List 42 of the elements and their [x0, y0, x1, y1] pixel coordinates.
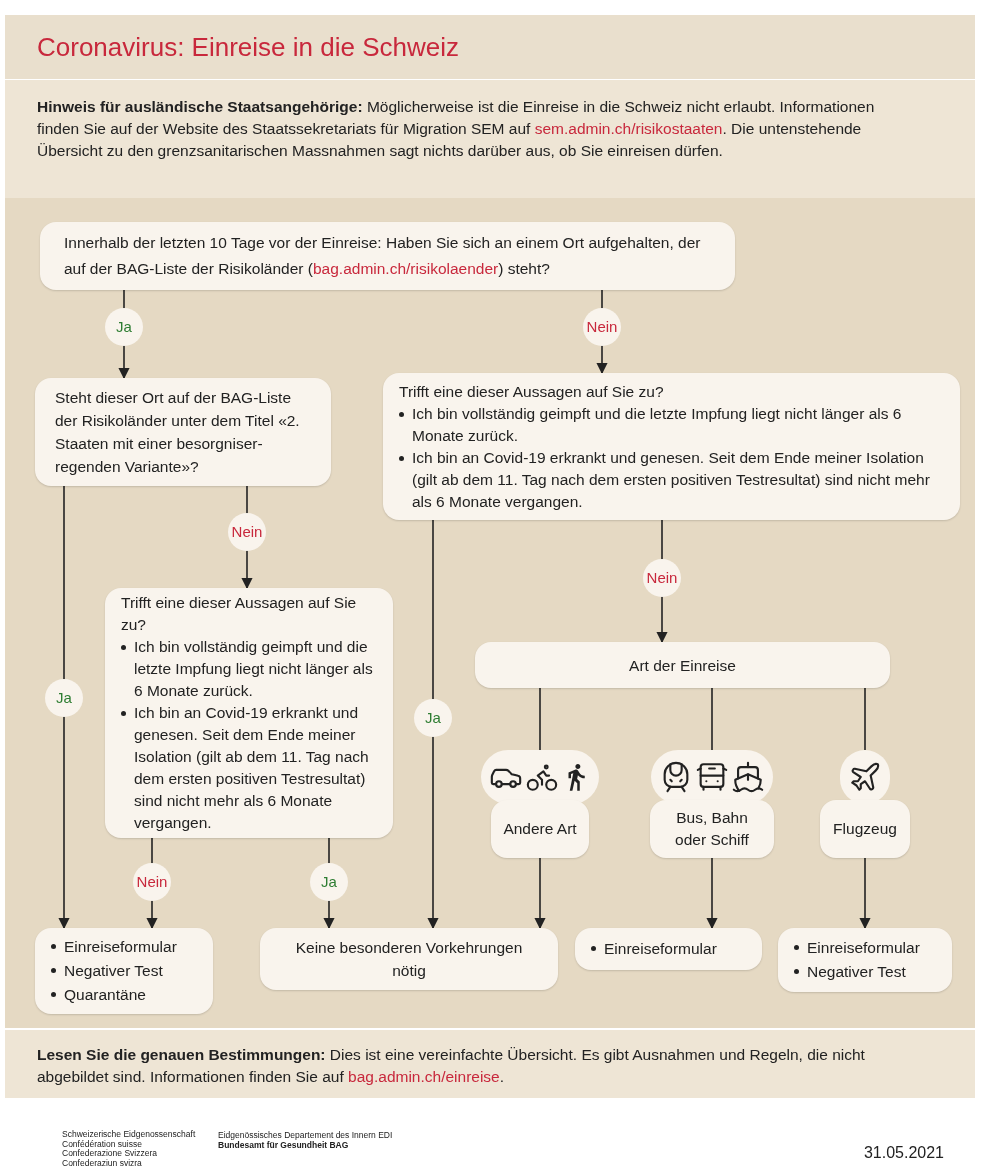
requirement-text: Einreiseformular — [604, 939, 717, 959]
requirement-text: Negativer Test — [64, 961, 163, 981]
result-box — [35, 928, 213, 1014]
arrow — [534, 857, 546, 930]
requirement-text: Einreiseformular — [807, 938, 920, 958]
question-box: Innerhalb der letzten 10 Tage vor der Einreise: Haben Sie sich an einem Ort aufgehalten, der auf der BAG-Liste der Risikoländer (bag.admin.ch/risikolaender) steht? — [40, 222, 735, 290]
result-box — [575, 928, 762, 970]
statement-text: Ich bin an Covid-19 erkrankt und genesen. Seit dem Ende meiner Isolation (gilt ab dem 11. Tag nach dem ersten positiven Testresultat) sind nicht mehr als 6 Monate vergangen. — [412, 447, 931, 512]
agency-name: Confédération suisse — [62, 1139, 142, 1149]
agency-name: Schweizerische Eidgenossenschaft — [62, 1130, 196, 1140]
statement-text: Ich bin vollständig geimpft und die letzte Impfung liegt nicht länger als 6 Monate zurück. — [412, 403, 903, 446]
department-name: Eidgenössisches Departement des Innern EDI — [218, 1130, 393, 1140]
arrow — [58, 485, 70, 930]
question-heading: Trifft eine dieser Aussagen auf Sie zu? — [399, 381, 665, 402]
travel-mode-box: Andere Art — [491, 800, 589, 858]
office-name: Bundesamt für Gesundheit BAG — [218, 1140, 350, 1150]
result-box: Art der Einreise — [475, 642, 890, 688]
date: 31.05.2021 — [863, 1143, 944, 1163]
arrow — [706, 857, 718, 930]
result-box — [778, 928, 952, 992]
requirement-text: Einreiseformular — [64, 937, 177, 957]
link: bag.admin.ch/risikolaender — [312, 260, 499, 277]
arrow — [427, 519, 439, 930]
statement-text: Ich bin an Covid-19 erkrankt und genesen. Seit dem Ende meiner Isolation (gilt ab dem 11. Tag nach dem ersten positiven Testresultat) sind nicht mehr als 6 Monate vergangen. — [134, 703, 370, 833]
title: Coronavirus: Einreise in die Schweiz — [37, 30, 459, 64]
question-box: Steht dieser Ort auf der BAG-Liste der Risikoländer unter dem Titel «2. Staaten mit einer besorgniser-regenden Variante»? — [35, 378, 331, 486]
footer-note: Lesen Sie die genauen Bestimmungen: Dies ist eine vereinfachte Übersicht. Es gibt Ausnahmen und Regeln, die nicht abgebildet sind. Informationen finden Sie auf bag.admin.ch/einreise. — [37, 1045, 866, 1087]
link: bag.admin.ch/einreise — [348, 1068, 500, 1085]
result-box: Keine besonderen Vorkehrungen nötig — [260, 928, 558, 990]
requirement-text: Negativer Test — [807, 962, 906, 982]
agency-name: Confederaziun svizra — [62, 1158, 143, 1168]
arrow — [859, 857, 871, 930]
travel-mode-box: Bus, Bahn oder Schiff — [650, 800, 774, 858]
question-box — [383, 373, 960, 520]
statement-text: Ich bin vollständig geimpft und die letzte Impfung liegt nicht länger als 6 Monate zurück. — [134, 637, 374, 701]
requirement-text: Quarantäne — [64, 985, 146, 1005]
notice-text: Hinweis für ausländische Staatsangehörige: Möglicherweise ist die Einreise in die Schweiz nicht erlaubt. Informationen finden Sie auf der Website des Staatssekretariats für Migration SEM auf sem.admin.ch/risikostaaten. Die untenstehende Übersicht zu den grenzsanitarischen Massnahmen sagt nichts darüber aus, ob Sie einreisen dürfen. — [37, 97, 876, 161]
question-box — [105, 588, 393, 838]
question-heading: Trifft eine dieser Aussagen auf Sie zu? — [121, 593, 358, 635]
link: sem.admin.ch/risikostaaten — [534, 120, 723, 137]
agency-name: Confederazione Svizzera — [62, 1149, 158, 1159]
travel-mode-box: Flugzeug — [820, 800, 910, 858]
